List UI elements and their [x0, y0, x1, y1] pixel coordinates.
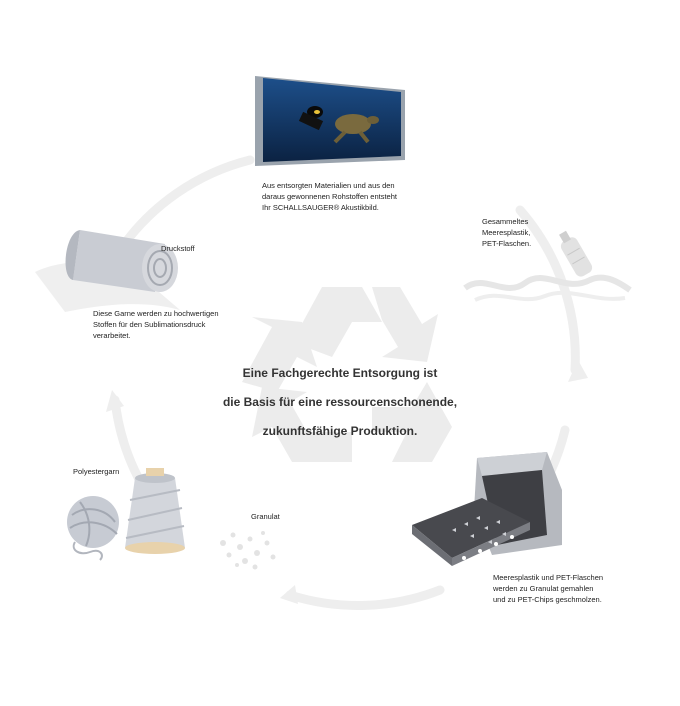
acoustic-text-line1: Aus entsorgten Materialien und aus den — [262, 181, 395, 190]
bottle-icon — [463, 230, 632, 302]
acoustic-panel-photo — [255, 76, 405, 166]
granulate-process-line1: Meeresplastik und PET-Flaschen — [493, 573, 604, 582]
fabric-text-line3: verarbeitet. — [93, 331, 131, 340]
granulate-process-line3: und zu PET-Chips geschmolzen. — [493, 595, 602, 604]
granulat-label: Granulat — [251, 512, 280, 521]
fabric-text-line2: Stoffen für den Sublimationsdruck — [93, 320, 206, 329]
yarn-label: Polyestergarn — [73, 467, 120, 476]
fabric-text-line1: Diese Garne werden zu hochwertigen — [93, 309, 219, 318]
recycle-icon — [242, 287, 452, 462]
collected-text-line1: Gesammeltes — [482, 217, 529, 226]
granules-icon — [220, 531, 276, 570]
collected-text-line2: Meeresplastik, — [482, 228, 531, 237]
center-text-line2: die Basis für eine ressourcenschonende, — [222, 395, 458, 409]
acoustic-text: Aus entsorgten Materialien und aus den d… — [262, 180, 462, 213]
collected-text: Gesammeltes Meeresplastik, PET-Flaschen. — [482, 216, 572, 249]
acoustic-text-line2: daraus gewonnenen Rohstoffen entsteht — [262, 192, 397, 201]
granulate-process-line2: werden zu Granulat gemahlen — [493, 584, 594, 593]
acoustic-text-line3: Ihr SCHALLSAUGER® Akustikbild. — [262, 203, 379, 212]
fabric-text: Diese Garne werden zu hochwertigen Stoff… — [93, 308, 263, 341]
granulate-process-text: Meeresplastik und PET-Flaschen werden zu… — [493, 572, 643, 605]
fabric-roll-icon — [35, 230, 180, 312]
yarn-icon — [67, 468, 185, 561]
center-text-line1: Eine Fachgerechte Entsorgung ist — [242, 366, 438, 380]
shredder-machine-icon — [412, 452, 562, 566]
collected-text-line3: PET-Flaschen. — [482, 239, 532, 248]
center-text-line3: zukunftsfähige Produktion. — [262, 424, 418, 438]
fabric-label: Druckstoff — [161, 244, 195, 253]
